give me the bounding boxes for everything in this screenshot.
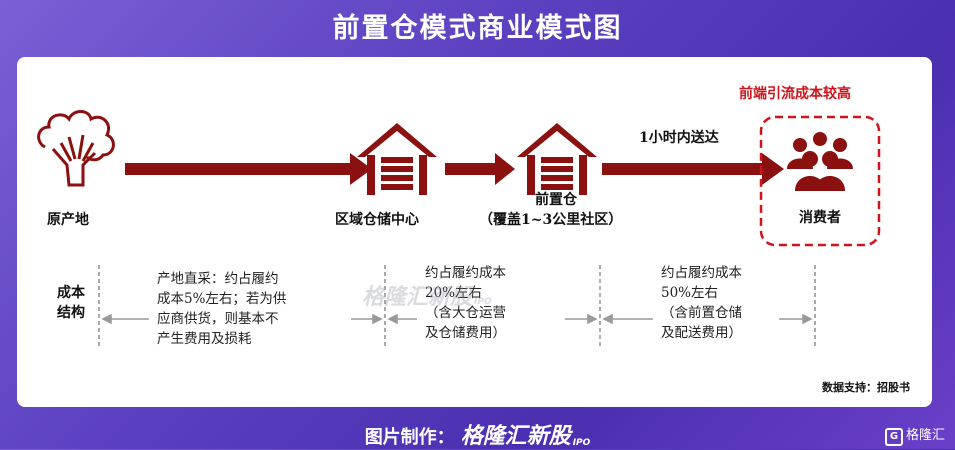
- diagram-panel: 原产地 区域仓储中心 前置仓 （覆盖1~3公里社区） 消费者 1小时内送达 前端…: [17, 57, 932, 407]
- high-cost-note: 前端引流成本较高: [739, 86, 851, 102]
- node-label-regional-center: 区域仓储中心: [335, 212, 419, 228]
- watermark-text: 格隆汇新股: [362, 285, 473, 310]
- diagram-canvas: [37, 110, 881, 347]
- node-label-consumer: 消费者: [799, 210, 841, 226]
- data-source-note: 数据支持：招股书: [822, 381, 910, 394]
- arrow-front-to-consumer: [602, 153, 784, 185]
- warehouse-icon-regional: [357, 123, 437, 195]
- node-label-front-warehouse-coverage: （覆盖1~3公里社区）: [479, 212, 623, 228]
- node-label-front-warehouse: 前置仓: [535, 192, 577, 208]
- high-cost-highlight-box: [759, 115, 881, 247]
- cost-note-front: 约占履约成本 50%左右 （含前置仓储 及配送费用）: [661, 265, 742, 341]
- footer-brand: 格隆汇新股: [460, 424, 571, 449]
- cost-note-origin: 产地直采：约占履约 成本5%左右；若为供 应商供货，则基本不 产生费用及损耗: [157, 271, 287, 347]
- arrow-origin-to-center: [125, 153, 372, 185]
- arrow-center-to-front: [445, 153, 515, 185]
- delivery-time-label: 1小时内送达: [639, 130, 719, 146]
- warehouse-icon-front: [517, 123, 597, 195]
- watermark-suffix: IPO: [474, 297, 492, 307]
- cost-note-regional: 约占履约成本 20%左右 （含大仓运营 及仓储费用）: [425, 265, 506, 341]
- logo-mark-icon: G: [884, 428, 903, 446]
- consumer-group-icon: [787, 132, 853, 191]
- corner-logo-text: 格隆汇: [905, 428, 945, 443]
- node-label-origin: 原产地: [47, 212, 89, 228]
- footer-brand-suffix: IPO: [572, 438, 591, 448]
- cost-span-arrows: [101, 313, 813, 325]
- page-title: 前置仓模式商业模式图: [332, 13, 623, 44]
- produce-icon: [37, 110, 115, 187]
- cost-structure-label: 成本 结构: [57, 285, 85, 321]
- footer-prefix: 图片制作：: [364, 427, 455, 448]
